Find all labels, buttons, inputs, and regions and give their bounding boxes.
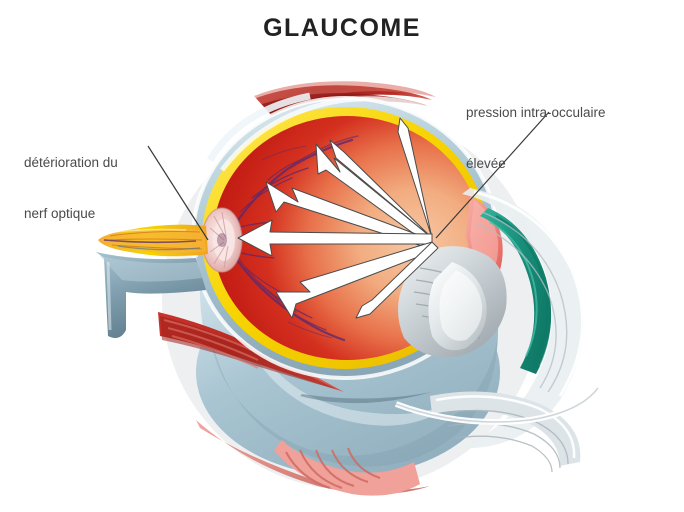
label-pression-intra-occulaire: pression intra-occulaire élevée — [466, 70, 606, 206]
page-title: GLAUCOME — [263, 14, 421, 42]
label-pressure-line2: élevée — [466, 156, 506, 171]
label-nerve-line1: détérioration du — [24, 155, 118, 170]
label-pressure-line1: pression intra-occulaire — [466, 105, 606, 120]
pressure-arrow-up-left-far — [329, 139, 433, 239]
optic-disc — [201, 207, 243, 273]
pressure-arrow-left-main — [237, 219, 433, 257]
inferior-oblique-muscle — [196, 420, 430, 496]
label-deterioration-nerf-optique: détérioration du nerf optique — [24, 120, 118, 256]
leader-line-pressure — [435, 111, 550, 239]
globe-top-highlight — [220, 96, 474, 172]
leader-lines — [147, 111, 550, 241]
optic-nerve-sheath — [95, 249, 206, 338]
anterior-segment — [394, 188, 601, 473]
label-nerve-line2: nerf optique — [24, 206, 96, 221]
optic-nerve — [98, 224, 208, 257]
leader-line-nerve — [147, 145, 209, 241]
pressure-arrow-up — [397, 117, 433, 239]
pressure-arrow-down-left — [275, 241, 437, 319]
pressure-arrow-down — [355, 241, 439, 319]
pressure-arrows-group — [237, 117, 439, 319]
retinal-vessels — [224, 135, 359, 342]
